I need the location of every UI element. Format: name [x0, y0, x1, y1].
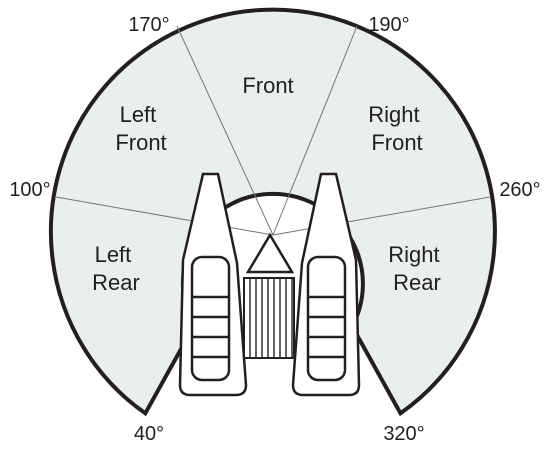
- label-left-front: Left Front: [115, 102, 166, 155]
- label-right-rear-line2: Rear: [393, 270, 441, 295]
- bow-triangle: [245, 232, 295, 274]
- left-hull-cockpit: [190, 255, 231, 382]
- angle-100: 100°: [9, 179, 50, 201]
- label-left-front-line2: Front: [115, 130, 166, 155]
- label-right-front: Right Front: [368, 102, 425, 155]
- label-left-rear-line1: Left: [95, 242, 132, 267]
- field-of-view-region: [48, 7, 497, 417]
- deck-slats: [249, 278, 293, 358]
- label-front: Front: [242, 73, 293, 98]
- label-right-front-line2: Front: [371, 130, 422, 155]
- angle-260: 260°: [499, 179, 540, 201]
- angle-40: 40°: [134, 423, 164, 445]
- angle-320: 320°: [383, 423, 424, 445]
- angle-170: 170°: [128, 14, 169, 36]
- angle-190: 190°: [368, 14, 409, 36]
- divider-190: [272, 25, 358, 236]
- divider-100: [55, 196, 274, 236]
- left-hull: [178, 172, 248, 397]
- divider-170: [176, 25, 274, 236]
- center-deck: [243, 277, 295, 359]
- right-hull: [291, 172, 361, 397]
- label-left-front-line1: Left: [120, 102, 157, 127]
- label-right-front-line1: Right: [368, 102, 419, 127]
- label-right-rear: Right Rear: [388, 242, 445, 295]
- right-hull-cockpit: [306, 255, 347, 382]
- label-left-rear-line2: Rear: [92, 270, 140, 295]
- label-right-rear-line1: Right: [388, 242, 439, 267]
- label-left-rear: Left Rear: [92, 242, 140, 295]
